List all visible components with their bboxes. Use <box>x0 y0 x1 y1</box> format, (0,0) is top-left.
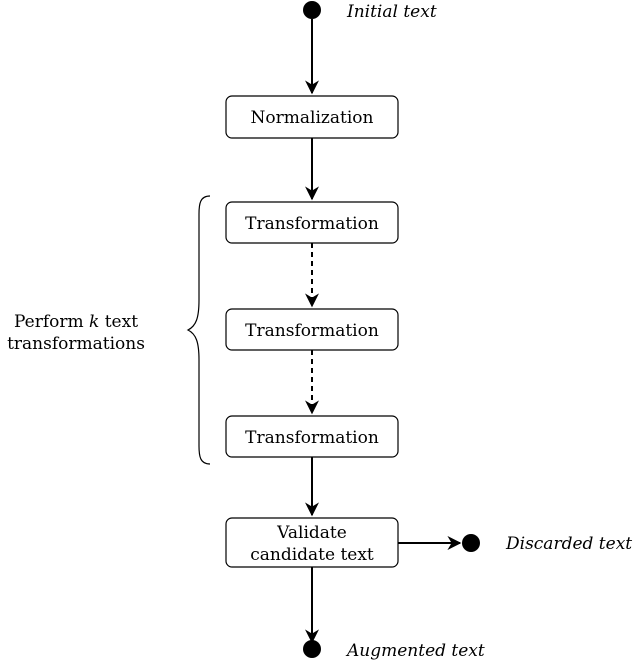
transformation-label-1: Transformation <box>245 214 379 234</box>
augmented-terminal-dot <box>303 640 321 658</box>
augmented-terminal-label: Augmented text <box>345 641 485 661</box>
brace-label-line1: Perform k text <box>14 312 138 332</box>
validate-node: Validate candidate text <box>225 517 399 568</box>
brace-label-line2: transformations <box>7 334 145 354</box>
transformation-label-2: Transformation <box>245 321 379 341</box>
start-terminal-dot <box>303 1 321 19</box>
start-terminal-label: Initial text <box>346 2 437 22</box>
transformation-node-1: Transformation <box>225 201 399 244</box>
validate-label-line2: candidate text <box>250 545 374 565</box>
discarded-terminal-label: Discarded text <box>505 534 632 554</box>
transformation-node-2: Transformation <box>225 308 399 351</box>
validate-label-line1: Validate <box>276 523 347 543</box>
transformation-label-3: Transformation <box>245 428 379 448</box>
normalization-label: Normalization <box>251 108 374 128</box>
normalization-node: Normalization <box>225 95 399 139</box>
transformation-node-3: Transformation <box>225 415 399 458</box>
transformations-brace <box>186 195 211 465</box>
discarded-terminal-dot <box>462 534 480 552</box>
